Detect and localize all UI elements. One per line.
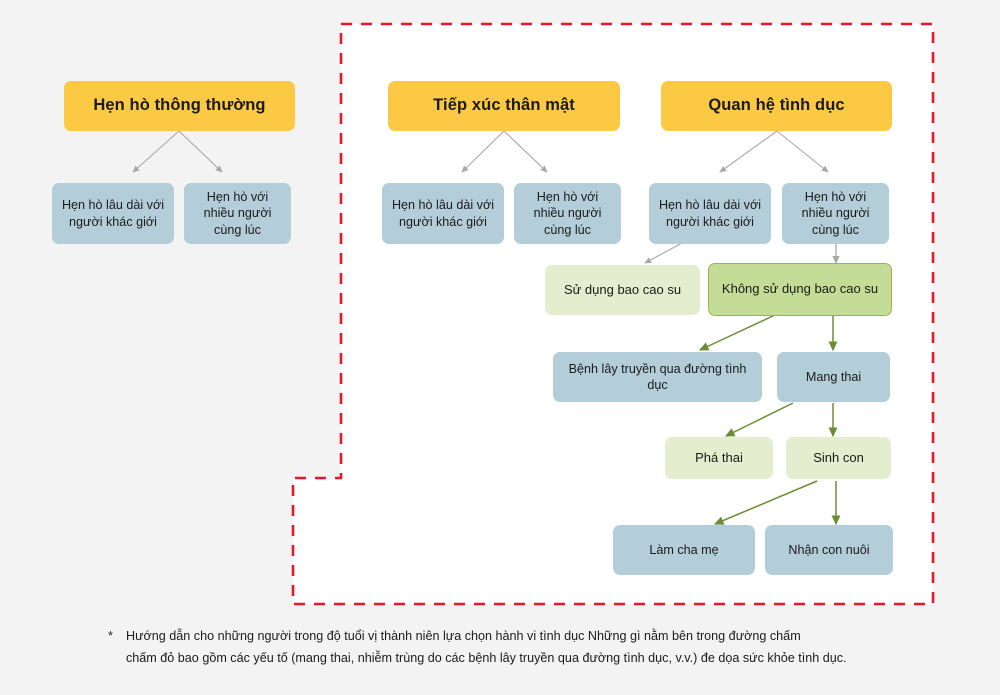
node-sexual-longterm: Hẹn hò lâu dài với người khác giới xyxy=(649,183,771,244)
arrow-casual-to-multiple xyxy=(178,130,223,173)
node-casual-longterm: Hẹn hò lâu dài với người khác giới xyxy=(52,183,174,244)
node-casual-multiple: Hẹn hò với nhiều người cùng lúc xyxy=(184,183,291,244)
arrow-casual-to-longterm xyxy=(132,130,180,173)
node-condom-no-use: Không sử dụng bao cao su xyxy=(708,263,892,316)
arrow-pregnancy-to-abortion xyxy=(724,402,794,437)
arrow-intimate-to-multiple xyxy=(503,130,548,173)
node-parenting: Làm cha mẹ xyxy=(613,525,755,575)
arrow-intimate-to-longterm xyxy=(461,130,505,173)
arrow-nocondom-to-sti xyxy=(698,314,776,351)
header-sexual-relations: Quan hệ tình dục xyxy=(661,81,892,131)
arrow-longterm-to-condom-use xyxy=(644,242,683,264)
node-abortion: Phá thai xyxy=(665,437,773,479)
node-pregnancy: Mang thai xyxy=(777,352,890,402)
node-condom-use: Sử dụng bao cao su xyxy=(545,265,700,315)
header-casual-dating: Hẹn hò thông thường xyxy=(64,81,295,131)
footnote: * Hướng dẫn cho những người trong độ tuổ… xyxy=(108,626,908,669)
node-sexual-multiple: Hẹn hò với nhiều người cùng lúc xyxy=(782,183,889,244)
node-sti: Bệnh lây truyền qua đường tình dục xyxy=(553,352,762,402)
footnote-line-2: chấm đỏ bao gồm các yếu tố (mang thai, n… xyxy=(126,650,847,665)
arrow-birth-to-parenting xyxy=(713,480,818,525)
node-intimate-multiple: Hẹn hò với nhiều người cùng lúc xyxy=(514,183,621,244)
footnote-marker: * xyxy=(108,629,113,643)
footnote-line-1: Hướng dẫn cho những người trong độ tuổi … xyxy=(126,629,801,643)
node-birth: Sinh con xyxy=(786,437,891,479)
arrow-sexual-to-multiple xyxy=(776,130,829,173)
node-adoption: Nhận con nuôi xyxy=(765,525,893,575)
header-intimate-contact: Tiếp xúc thân mật xyxy=(388,81,620,131)
node-intimate-longterm: Hẹn hò lâu dài với người khác giới xyxy=(382,183,504,244)
risk-region-dashed-outline xyxy=(291,22,935,606)
arrow-sexual-to-longterm xyxy=(719,130,778,173)
